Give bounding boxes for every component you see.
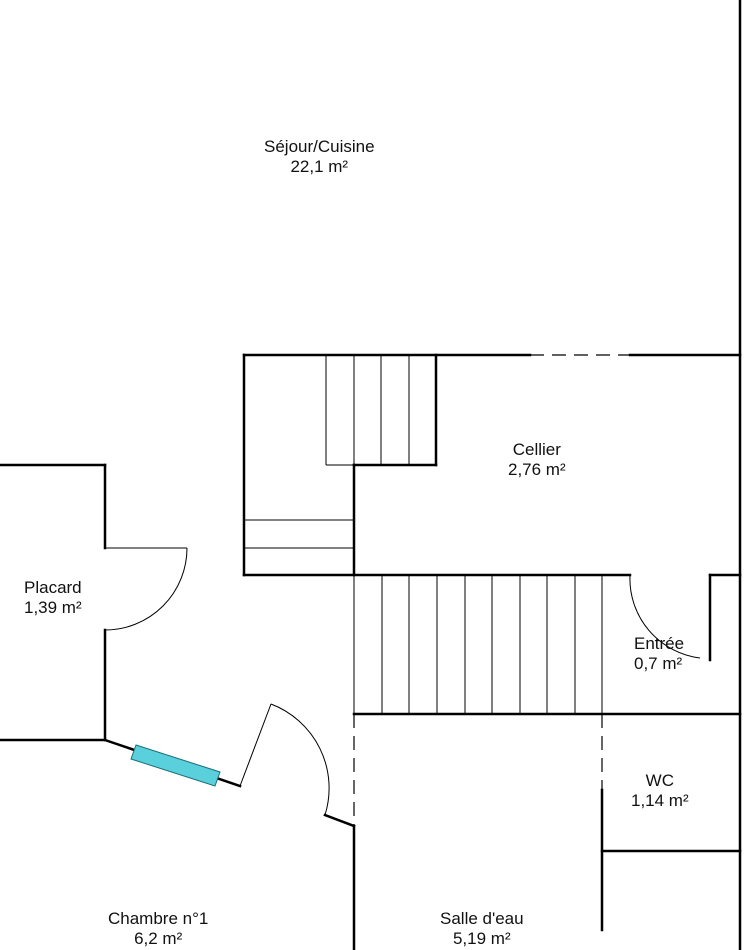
room-area: 0,7 m² (634, 654, 683, 673)
room-area: 1,14 m² (631, 791, 689, 810)
lower-stairs (353, 575, 603, 714)
window (130, 744, 221, 787)
room-label-cellier: Cellier 2,76 m² (508, 440, 566, 480)
openings (353, 354, 630, 826)
room-area: 5,19 m² (452, 929, 511, 948)
room-label-entree: Entrée 0,7 m² (634, 634, 684, 674)
room-label-salle-eau: Salle d'eau 5,19 m² (440, 909, 524, 949)
room-name: Séjour/Cuisine (264, 137, 375, 156)
room-name: WC (645, 771, 674, 790)
room-area: 6,2 m² (134, 929, 183, 948)
room-area: 1,39 m² (24, 598, 82, 617)
doors (104, 547, 711, 816)
room-label-sejour: Séjour/Cuisine 22,1 m² (264, 137, 375, 177)
room-name: Entrée (634, 634, 685, 653)
room-area: 22,1 m² (290, 157, 349, 176)
room-name: Cellier (512, 440, 561, 459)
room-area: 2,76 m² (508, 460, 566, 479)
room-name: Chambre n°1 (108, 909, 209, 928)
room-name: Salle d'eau (440, 909, 524, 928)
room-label-wc: WC 1,14 m² (631, 771, 689, 811)
room-label-placard: Placard 1,39 m² (24, 578, 82, 618)
room-label-chambre: Chambre n°1 6,2 m² (108, 909, 208, 949)
upper-stairs (244, 355, 410, 549)
room-name: Placard (24, 578, 82, 597)
